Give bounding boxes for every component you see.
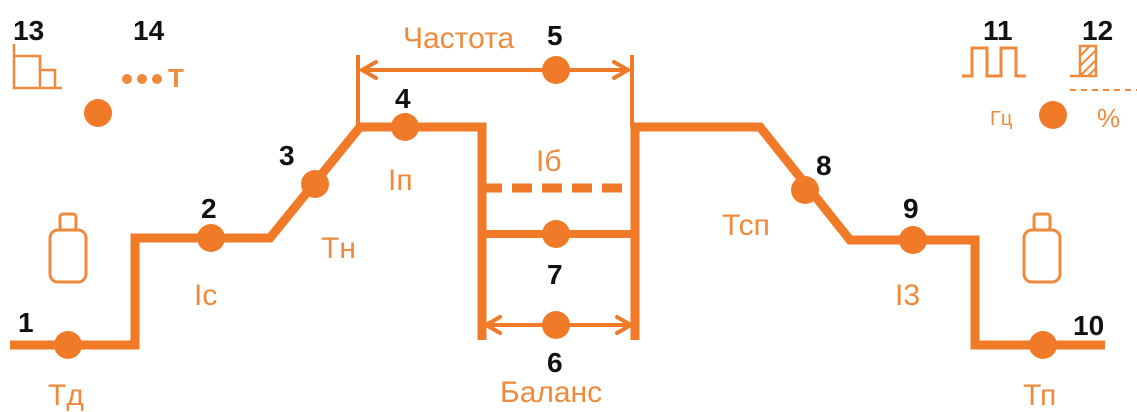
step-number-5: 5 <box>547 20 563 51</box>
param-dot-5[interactable] <box>542 56 570 84</box>
current-profile-line <box>10 122 487 350</box>
step-mode-icon <box>12 44 62 90</box>
step-number-6: 6 <box>547 347 563 378</box>
balance-arrow-left-head <box>484 315 502 335</box>
label-ic: Ic <box>194 279 217 312</box>
label-balans: Баланс <box>500 376 602 409</box>
label-tp: Тп <box>1023 379 1056 412</box>
param-dot-4[interactable] <box>391 113 419 141</box>
param-dot-10[interactable] <box>1029 331 1057 359</box>
label-hz: Гц <box>990 108 1012 130</box>
step-number-11: 11 <box>983 15 1013 46</box>
balance-arrow-right-head <box>615 315 633 335</box>
frequency-arrow-right-head <box>612 60 630 80</box>
step-number-12: 12 <box>1082 15 1113 46</box>
label-td: Тд <box>48 379 84 412</box>
pulse-icon <box>962 46 1026 78</box>
param-dot-7[interactable] <box>542 220 570 248</box>
step-number-3: 3 <box>279 140 295 171</box>
step-number-2: 2 <box>201 193 217 224</box>
param-dot-2[interactable] <box>197 224 225 252</box>
param-dot-9[interactable] <box>899 226 927 254</box>
step-number-8: 8 <box>816 150 832 181</box>
trigger-mode-t: T <box>168 63 184 93</box>
step-number-13: 13 <box>13 15 44 46</box>
label-ib: Iб <box>536 145 562 178</box>
step-number-4: 4 <box>395 83 411 114</box>
label-percent: % <box>1097 103 1120 133</box>
label-chastota: Частота <box>403 22 515 55</box>
mode-dot-11-12[interactable] <box>1039 101 1067 129</box>
current-profile-line-right <box>630 122 1105 350</box>
step-number-10: 10 <box>1073 310 1104 341</box>
mode-dot-13-14[interactable] <box>84 99 112 127</box>
label-tn: Тн <box>321 232 356 265</box>
gas-cylinder-icon <box>1022 212 1062 284</box>
trigger-dots-icon <box>122 74 162 84</box>
step-number-9: 9 <box>903 193 919 224</box>
frequency-arrow-left-head <box>360 60 378 80</box>
param-dot-8[interactable] <box>791 176 819 204</box>
param-dot-3[interactable] <box>301 170 329 198</box>
step-number-1: 1 <box>18 307 34 338</box>
param-dot-1[interactable] <box>54 331 82 359</box>
param-dot-6[interactable] <box>542 311 570 339</box>
label-ip: Iп <box>388 164 413 197</box>
label-tsp: Тсп <box>722 209 770 242</box>
step-number-7: 7 <box>547 259 563 290</box>
label-iz: I3 <box>895 279 920 312</box>
gas-cylinder-icon <box>48 212 88 284</box>
step-number-14: 14 <box>133 15 165 46</box>
duty-cycle-icon <box>1070 44 1137 91</box>
